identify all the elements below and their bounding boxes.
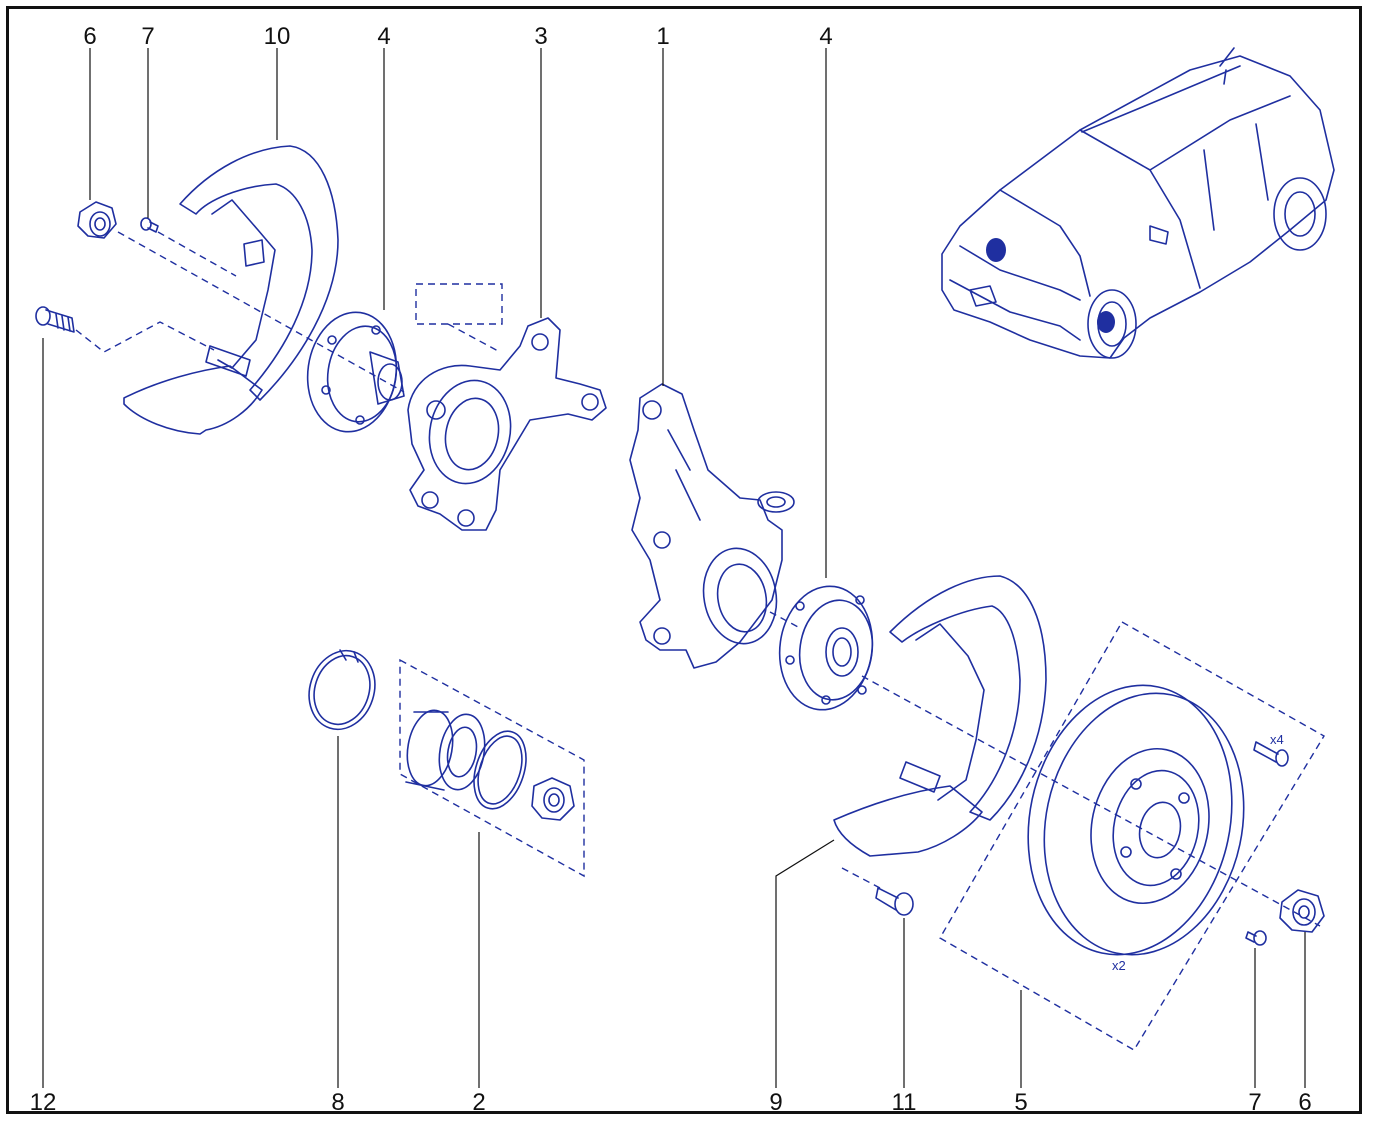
- callout-12: 12: [30, 1089, 57, 1116]
- steering-knuckle-icon: [629, 383, 795, 669]
- bolt-icon: [1253, 741, 1289, 767]
- callout-3: 3: [534, 23, 547, 50]
- wheel-bearing-icon: [405, 709, 486, 791]
- callout-10: 10: [264, 23, 291, 50]
- brake-disc-icon: [1027, 684, 1245, 956]
- wheel-hub-icon: [769, 585, 874, 711]
- small-screw-icon: [1245, 930, 1267, 946]
- car-illustration-icon: [941, 47, 1335, 359]
- callout-6-top: 6: [83, 23, 96, 50]
- bolt-icon: [875, 887, 914, 916]
- callout-4-right: 4: [819, 23, 832, 50]
- callout-2: 2: [472, 1089, 485, 1116]
- wheel-hub-icon: [306, 311, 405, 433]
- dust-shield-icon: [123, 145, 339, 435]
- small-screw-icon: [140, 217, 159, 233]
- callout-9: 9: [769, 1089, 782, 1116]
- callout-7-bottom: 7: [1248, 1089, 1261, 1116]
- steering-knuckle-icon: [407, 317, 607, 531]
- diagram-frame: [6, 6, 1362, 1114]
- callout-7-top: 7: [141, 23, 154, 50]
- callout-6-bottom: 6: [1298, 1089, 1311, 1116]
- quantity-x4-label: x4: [1270, 732, 1284, 747]
- quantity-x2-label: x2: [1112, 958, 1126, 973]
- callout-1: 1: [656, 23, 669, 50]
- callout-8: 8: [331, 1089, 344, 1116]
- callout-5: 5: [1014, 1089, 1027, 1116]
- hub-nut-icon: [531, 777, 575, 821]
- dust-shield-icon: [833, 575, 1047, 857]
- callout-4-left: 4: [377, 23, 390, 50]
- callout-11: 11: [892, 1089, 917, 1116]
- hub-nut-icon: [1279, 889, 1325, 933]
- circlip-icon: [308, 649, 376, 731]
- hub-nut-icon: [77, 201, 117, 239]
- circlip-icon: [473, 730, 527, 810]
- bolt-icon: [35, 306, 75, 333]
